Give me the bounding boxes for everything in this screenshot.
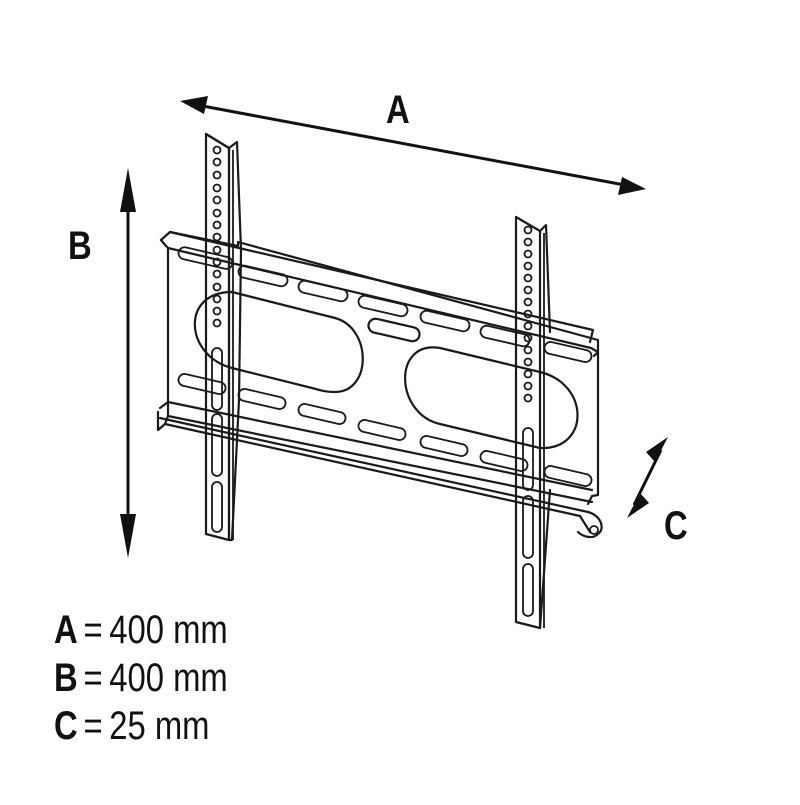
legend-row-c: C = 25 mm — [54, 702, 228, 750]
dimension-arrow-c — [627, 437, 668, 518]
dimension-arrow-a — [180, 96, 646, 195]
dimension-legend: A = 400 mm B = 400 mm C = 25 mm — [54, 606, 266, 750]
dimension-arrow-b — [120, 168, 136, 558]
wall-plate — [156, 230, 603, 539]
legend-key: C — [54, 704, 78, 748]
lower-slot-row — [177, 373, 593, 487]
right-arm-holes — [523, 225, 533, 403]
dimension-label-b: B — [68, 224, 92, 268]
legend-value: 25 mm — [109, 704, 210, 748]
dimension-label-a: A — [386, 88, 410, 132]
center-slot — [367, 317, 421, 343]
legend-value: 400 mm — [109, 608, 228, 652]
legend-equals: = — [83, 704, 103, 748]
legend-value: 400 mm — [109, 656, 228, 700]
legend-row-b: B = 400 mm — [54, 654, 228, 702]
right-vertical-arm — [514, 215, 552, 630]
legend-key: A — [54, 608, 78, 652]
left-oval-cutout — [193, 290, 364, 394]
legend-equals: = — [83, 608, 103, 652]
dimension-label-c: C — [664, 504, 688, 548]
left-vertical-arm — [204, 132, 243, 542]
legend-equals: = — [83, 656, 103, 700]
right-oval-cutout — [404, 346, 579, 450]
legend-key: B — [54, 656, 78, 700]
legend-row-a: A = 400 mm — [54, 606, 228, 654]
left-arm-holes — [212, 145, 222, 328]
